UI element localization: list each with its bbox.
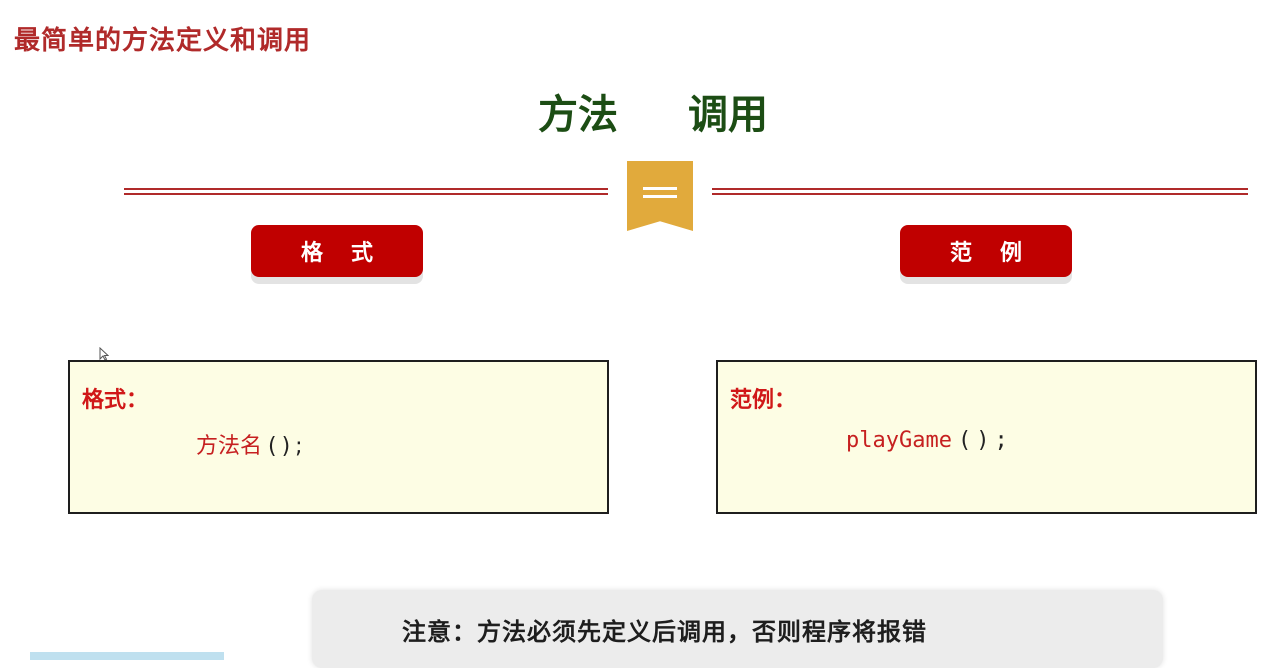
heading-method: 方法 [538, 92, 618, 138]
divider-left [124, 186, 608, 196]
menu-ribbon-icon [627, 161, 693, 231]
format-code-name: 方法名 [196, 434, 263, 459]
example-code: playGame(); [846, 428, 1013, 453]
divider-right [712, 186, 1248, 196]
note-banner: 注意：方法必须先定义后调用，否则程序将报错 [312, 590, 1163, 668]
format-label: 格式： [82, 388, 149, 413]
main-heading: 方法 调用 [538, 82, 768, 140]
corner-strip [30, 652, 224, 660]
example-code-punct: (); [957, 428, 1013, 453]
page-title: 最简单的方法定义和调用 [14, 26, 312, 56]
heading-call: 调用 [688, 92, 768, 138]
example-box: 范例： playGame(); [716, 360, 1257, 514]
format-code-punct: (); [268, 434, 308, 459]
note-text: 注意：方法必须先定义后调用，否则程序将报错 [402, 618, 927, 646]
example-label: 范例： [730, 388, 797, 413]
mouse-cursor-icon [99, 347, 109, 361]
example-code-name: playGame [846, 428, 952, 453]
format-code: 方法名(); [196, 428, 308, 460]
example-tab-button[interactable]: 范例 [900, 225, 1072, 277]
format-box: 格式： 方法名(); [68, 360, 609, 514]
format-tab-button[interactable]: 格式 [251, 225, 423, 277]
